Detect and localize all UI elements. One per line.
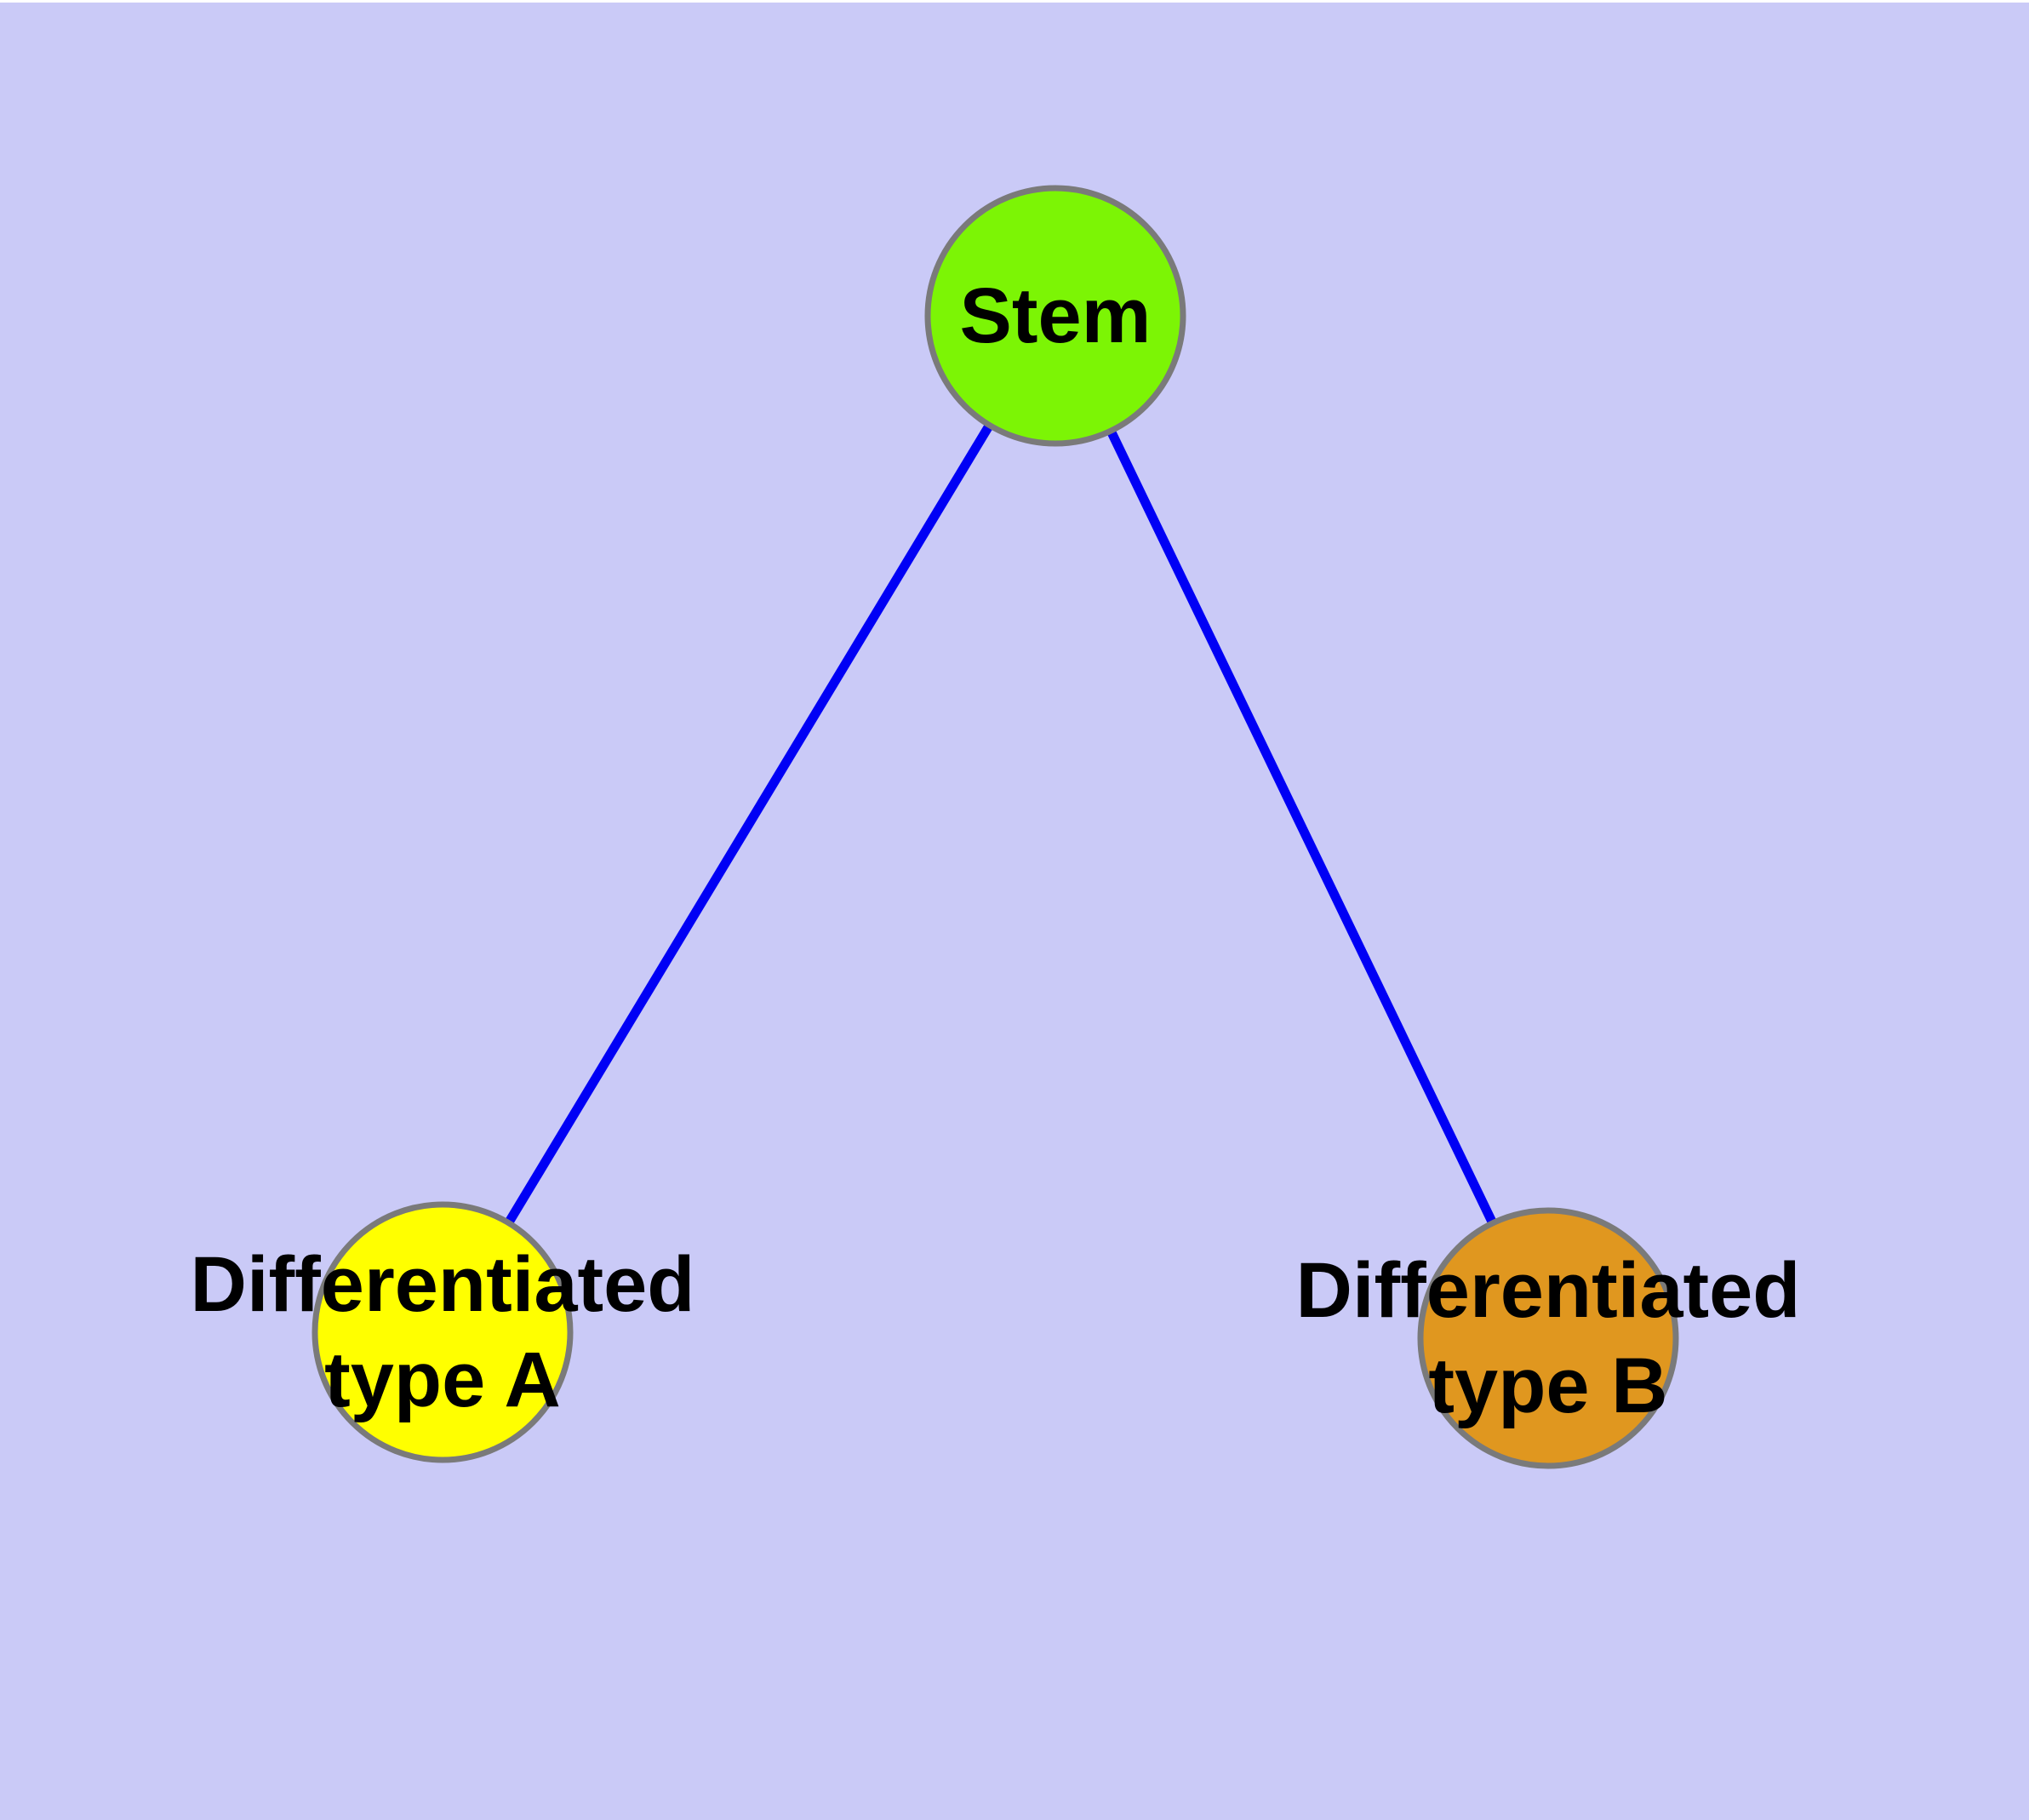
top-border-strip xyxy=(0,0,2029,3)
node-label-stem: Stem xyxy=(959,272,1152,359)
node-stem xyxy=(924,185,1186,447)
node-label-differentiated-type-b: Differentiated type B xyxy=(1295,1246,1801,1429)
node-label-differentiated-type-a: Differentiated type A xyxy=(190,1240,695,1423)
edge-stem-to-type-a xyxy=(438,313,1060,1335)
node-differentiated-type-a xyxy=(311,1201,574,1463)
node-differentiated-type-b xyxy=(1417,1207,1679,1469)
edge-stem-to-type-b xyxy=(1051,313,1552,1341)
